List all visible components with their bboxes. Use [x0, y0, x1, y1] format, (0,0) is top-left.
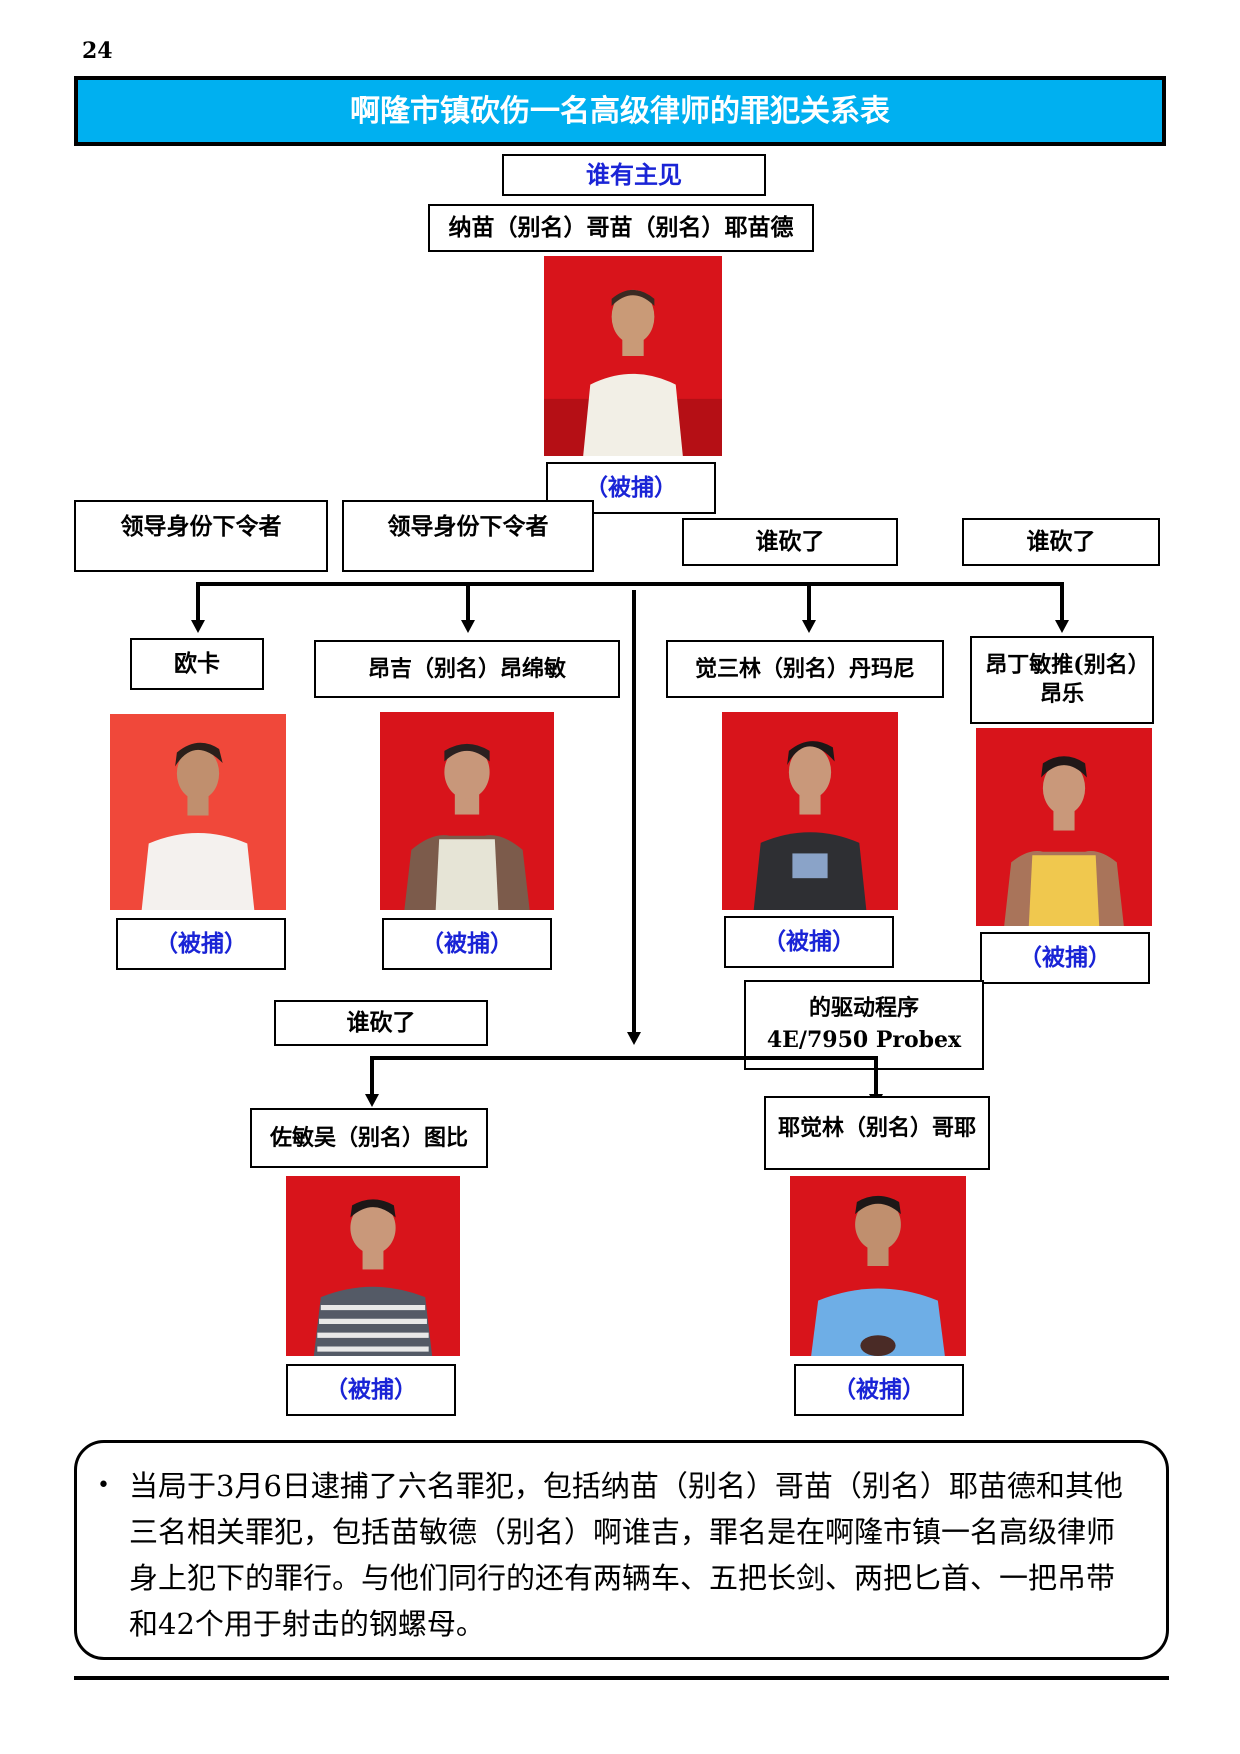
arrow-to-person-3 — [802, 620, 816, 633]
person-6-status-box: （被捕） — [794, 1364, 964, 1416]
summary-text: 当局于3月6日逮捕了六名罪犯，包括纳苗（别名）哥苗（别名）耶苗德和其他三名相关罪… — [129, 1469, 1123, 1641]
arrow-to-person-2 — [461, 620, 475, 633]
person-2-name-box: 昂吉（别名）昂绵敏 — [314, 640, 620, 698]
person-2-photo — [380, 712, 554, 910]
role-box-1: 领导身份下令者 — [74, 500, 328, 572]
person-1-photo — [110, 714, 286, 910]
connector-to-person-3 — [807, 582, 811, 622]
person-6-photo — [790, 1176, 966, 1356]
role-box-4: 谁砍了 — [962, 518, 1160, 566]
driver-box: 的驱动程序 4E/7950 Probex — [744, 980, 984, 1070]
role-box-5: 谁砍了 — [274, 1000, 488, 1046]
bottom-rule — [74, 1676, 1169, 1680]
role-box-2: 领导身份下令者 — [342, 500, 594, 572]
summary-box: • 当局于3月6日逮捕了六名罪犯，包括纳苗（别名）哥苗（别名）耶苗德和其他三名相… — [74, 1440, 1169, 1660]
connector-horizontal — [196, 582, 1064, 586]
person-4-name-box: 昂丁敏推(别名）昂乐 — [970, 636, 1154, 724]
connector-to-person-6 — [874, 1056, 878, 1096]
connector-to-person-4 — [1060, 582, 1064, 622]
person-5-name-box: 佐敏吴（别名）图比 — [250, 1108, 488, 1168]
person-1-status-box: （被捕） — [116, 918, 286, 970]
person-3-name-box: 觉三林（别名）丹玛尼 — [666, 640, 944, 698]
chart-header-box: 谁有主见 — [502, 154, 766, 196]
arrow-center-down — [627, 1032, 641, 1045]
page-title: 啊隆市镇砍伤一名高级律师的罪犯关系表 — [74, 76, 1166, 146]
vehicle-plate: 4E/7950 Probex — [766, 1027, 962, 1053]
leader-name-box: 纳苗（别名）哥苗（别名）耶苗德 — [428, 204, 814, 252]
person-4-status-box: （被捕） — [980, 932, 1150, 984]
person-1-name-box: 欧卡 — [130, 638, 264, 690]
arrow-to-person-5 — [365, 1094, 379, 1107]
page-number: 24 — [82, 38, 113, 64]
connector-to-person-5 — [370, 1056, 374, 1096]
person-4-photo — [976, 728, 1152, 926]
person-5-status-box: （被捕） — [286, 1364, 456, 1416]
connector-to-person-2 — [466, 582, 470, 622]
connector-lower-horizontal — [370, 1056, 878, 1060]
person-2-status-box: （被捕） — [382, 918, 552, 970]
person-3-status-box: （被捕） — [724, 916, 894, 968]
connector-to-person-1 — [196, 582, 200, 622]
driver-label: 的驱动程序 — [808, 995, 919, 1022]
role-box-3: 谁砍了 — [682, 518, 898, 566]
person-3-photo — [722, 712, 898, 910]
person-6-name-box: 耶觉林（别名）哥耶 — [764, 1096, 990, 1170]
connector-vertical-center — [632, 590, 636, 1034]
arrow-to-person-4 — [1055, 620, 1069, 633]
person-5-photo — [286, 1176, 460, 1356]
arrow-to-person-1 — [191, 620, 205, 633]
summary-bullet: • — [97, 1473, 110, 1498]
leader-photo — [544, 256, 722, 456]
